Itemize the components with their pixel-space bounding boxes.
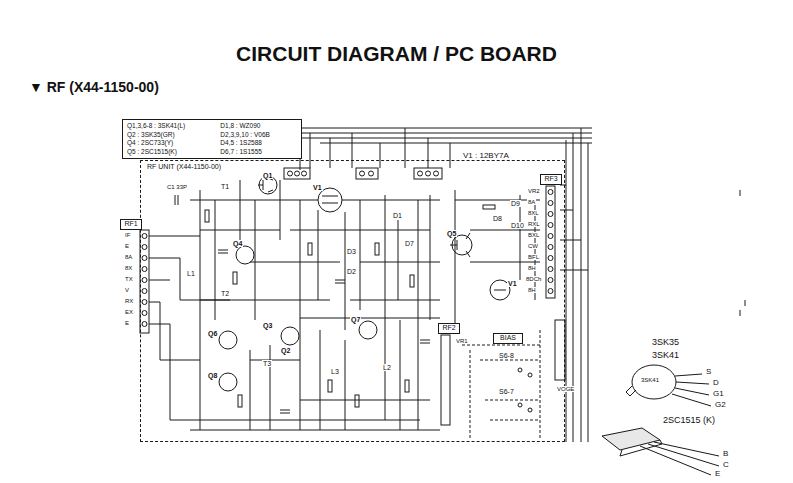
part-label: S6-7 <box>498 388 515 395</box>
part-label: D2 <box>346 268 357 275</box>
part-label: D <box>712 379 720 387</box>
part-label: T1 <box>220 183 230 190</box>
part-list-entry: Q2 : 3SK35(GR) <box>127 131 212 140</box>
part-label: T3 <box>262 360 272 367</box>
part-label: EX <box>124 309 134 315</box>
part-label: 8X <box>124 265 133 271</box>
part-list-entry: Q5 : 2SC1515(K) <box>127 148 212 157</box>
node-title: BIAS <box>496 334 520 342</box>
part-label: 8DCh <box>525 276 542 282</box>
part-label: BFL <box>527 254 540 260</box>
part-label: 8A <box>527 199 536 205</box>
part-label: BXL <box>527 232 540 238</box>
part-label: Q2 <box>280 347 291 354</box>
connector-box: RF3 <box>540 174 562 185</box>
node-title: RF1 <box>123 220 139 228</box>
bias-box: BIAS <box>493 333 523 344</box>
part-list-entry: Q1,3,6-8 : 3SK41(L) <box>127 122 212 131</box>
part-label: Q6 <box>207 330 218 337</box>
part-label: C1 33P <box>166 184 188 190</box>
part-label: Q4 <box>232 240 243 247</box>
part-label: E <box>124 320 130 326</box>
part-label: VOGE <box>556 386 575 392</box>
connector-box: RF1 <box>120 219 142 230</box>
part-label: Q8 <box>207 372 218 379</box>
part-label: L1 <box>186 270 196 277</box>
part-label: G1 <box>712 390 725 398</box>
part-label: V1 <box>507 280 518 287</box>
part-list-entry: D1,8 : WZ090 <box>220 122 297 131</box>
part-label: VR1 <box>455 338 469 344</box>
parts-list-box: Q1,3,6-8 : 3SK41(L)Q2 : 3SK35(GR)Q4 : 2S… <box>122 119 302 159</box>
part-list-entry: D2,3,9,10 : V06B <box>220 131 297 140</box>
part-label: E <box>714 470 721 478</box>
part-list-entry: D6,7 : 1S1555 <box>220 148 297 157</box>
part-label: Q5 <box>446 230 457 237</box>
part-label: 3SK35 <box>651 338 680 347</box>
part-label: E <box>124 243 130 249</box>
part-label: S6-8 <box>498 352 515 359</box>
connector-box: RF2 <box>438 323 460 334</box>
part-label: T2 <box>220 290 230 297</box>
part-label: S <box>705 368 712 376</box>
part-label: D8 <box>492 215 503 222</box>
part-label: D9 <box>510 200 521 207</box>
section-heading: ▼ RF (X44-1150-00) <box>28 80 160 95</box>
part-label: D1 <box>392 212 403 219</box>
part-label: L3 <box>330 368 340 375</box>
part-label: 3SK41 <box>651 351 680 360</box>
part-label: Q3 <box>262 322 273 329</box>
diagram-title: CIRCUIT DIAGRAM / PC BOARD <box>0 42 793 66</box>
part-label: 8A <box>124 254 133 260</box>
part-label: L2 <box>382 364 392 371</box>
part-label: 3SK41 <box>640 377 660 383</box>
part-label: RX <box>124 298 134 304</box>
part-label: V <box>124 287 130 293</box>
part-label: 8XL <box>527 210 540 216</box>
part-label: 8H <box>527 265 537 271</box>
rf-unit-board: RF UNIT (X44-1150-00)RF1RF3RF2BIAS <box>140 160 565 442</box>
part-label: D7 <box>404 240 415 247</box>
part-label: D10 <box>510 222 525 229</box>
part-label: V1 <box>312 184 323 191</box>
part-label: TX <box>124 276 134 282</box>
node-title: RF3 <box>543 175 559 183</box>
part-label: CW <box>527 243 539 249</box>
node-title: RF2 <box>441 324 457 332</box>
part-label: Q1 <box>262 172 273 179</box>
part-label: 2SC1515 (K) <box>662 416 716 425</box>
part-label: RXL <box>527 221 541 227</box>
part-label: IF <box>124 232 131 238</box>
part-label: B <box>722 450 729 458</box>
node-title: RF UNIT (X44-1150-00) <box>145 163 223 171</box>
part-label: D3 <box>346 248 357 255</box>
part-list-entry: D4,5 : 1S2588 <box>220 139 297 148</box>
part-label: G2 <box>714 401 727 409</box>
part-label: Q7 <box>350 316 361 323</box>
part-label: 8H <box>527 287 537 293</box>
part-label: V1 : 12BY7A <box>462 152 510 160</box>
part-label: C <box>722 461 730 469</box>
part-list-entry: Q4 : 2SC733(Y) <box>127 139 212 148</box>
part-label: VR2 <box>527 188 541 194</box>
